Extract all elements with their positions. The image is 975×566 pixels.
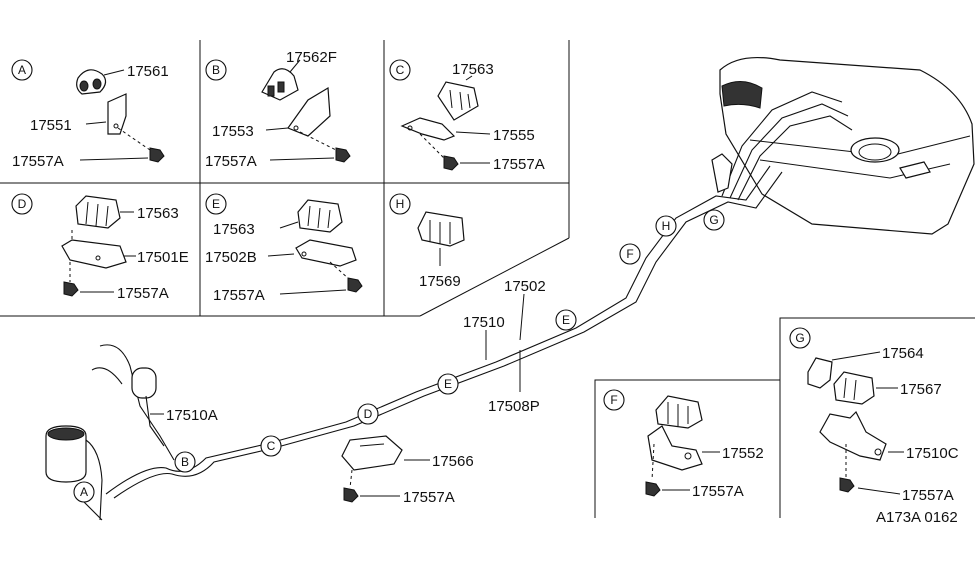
part-17510a: 17510A <box>166 407 218 424</box>
callout-f: F <box>626 247 633 261</box>
part-17510c: 17510C <box>906 445 959 462</box>
bolt-17557a-icon <box>335 147 351 163</box>
clip-17569-icon <box>417 211 465 247</box>
clip-17563-icon <box>75 195 121 229</box>
clip-17562f-icon <box>261 68 299 101</box>
bolt-17557a-icon <box>343 487 359 503</box>
detail-grid-frame <box>0 40 570 317</box>
part-17566: 17566 <box>432 453 474 470</box>
bracket-17551-icon <box>107 93 127 135</box>
detail-a-label: A <box>18 63 26 77</box>
part-17561: 17561 <box>127 63 169 80</box>
clip-17563-icon <box>655 395 703 429</box>
detail-h: H 17569 <box>389 193 465 290</box>
part-17502: 17502 <box>504 278 546 295</box>
detail-c-label: C <box>396 63 405 77</box>
part-17553: 17553 <box>212 123 254 140</box>
detail-d: D 17563 17501E 17557A <box>11 193 189 302</box>
part-17510: 17510 <box>463 314 505 331</box>
part-17563-e: 17563 <box>213 221 255 238</box>
detail-f-label: F <box>610 393 617 407</box>
part-17557a-d: 17557A <box>117 285 169 302</box>
bracket-17555-icon <box>400 117 456 141</box>
part-17557a-g: 17557A <box>902 487 954 504</box>
part-17557a-m: 17557A <box>403 489 455 506</box>
callout-b: B <box>181 455 189 469</box>
part-17562f: 17562F <box>286 49 337 66</box>
part-17567: 17567 <box>900 381 942 398</box>
bolt-17557a-icon <box>347 277 363 293</box>
bolt-17557a-icon <box>645 481 661 497</box>
detail-e-label: E <box>212 197 220 211</box>
detail-e: E 17563 17502B 17557A <box>205 193 363 304</box>
part-17563-d: 17563 <box>137 205 179 222</box>
callout-a: A <box>80 485 88 499</box>
clamp-17566: 17566 17557A <box>341 435 474 506</box>
part-17557a-e: 17557A <box>213 287 265 304</box>
bracket-17501e-icon <box>61 239 127 269</box>
bolt-17557a-icon <box>63 281 79 297</box>
clip-17561-icon <box>76 69 107 95</box>
bolt-17557a-icon <box>149 147 165 163</box>
part-17557a-a: 17557A <box>12 153 64 170</box>
callout-d: D <box>364 407 373 421</box>
part-17563-c: 17563 <box>452 61 494 78</box>
part-17552: 17552 <box>722 445 764 462</box>
detail-h-label: H <box>396 197 405 211</box>
bracket-17502b-icon <box>295 239 357 267</box>
fuel-filter-17510a: 17510A <box>91 344 218 461</box>
clip-17567-icon <box>833 371 875 405</box>
part-17502b: 17502B <box>205 249 257 266</box>
callout-c: C <box>267 439 276 453</box>
callout-h: H <box>662 219 671 233</box>
detail-f: F 17552 17557A <box>594 379 780 518</box>
callout-e2: E <box>562 313 570 327</box>
clip-17564-icon <box>807 357 833 389</box>
bracket-17552-icon <box>647 425 703 471</box>
clip-17563-icon <box>297 199 343 233</box>
part-17501e: 17501E <box>137 249 189 266</box>
bracket-17510c-icon <box>819 410 887 461</box>
part-17557a-c: 17557A <box>493 156 545 173</box>
detail-d-label: D <box>18 197 27 211</box>
part-17508p: 17508P <box>488 398 540 415</box>
pipe-callouts: A B C D E E F H G <box>73 209 725 503</box>
clip-17563-icon <box>437 81 479 121</box>
canister <box>45 425 103 521</box>
detail-g-label: G <box>795 331 804 345</box>
detail-b-label: B <box>212 63 220 77</box>
bracket-17553-icon <box>287 86 331 137</box>
part-17557a-f: 17557A <box>692 483 744 500</box>
main-pipe-labels: 17502 17510 17508P <box>463 278 546 415</box>
bolt-17557a-icon <box>443 155 459 171</box>
fuel-tank <box>719 56 975 235</box>
part-17569: 17569 <box>419 273 461 290</box>
part-17555: 17555 <box>493 127 535 144</box>
callout-e1: E <box>444 377 452 391</box>
detail-c: C 17563 17555 17557A <box>389 59 545 173</box>
detail-a: A 17561 17551 17557A <box>11 59 169 170</box>
callout-g: G <box>709 213 718 227</box>
detail-b: B 17562F 17553 17557A <box>205 49 351 170</box>
diagram-reference-code: A173A 0162 <box>876 509 958 526</box>
bolt-17557a-icon <box>839 477 855 493</box>
part-17564: 17564 <box>882 345 924 362</box>
detail-g: G 17564 17567 17510C 17557A <box>779 317 975 518</box>
part-17557a-b: 17557A <box>205 153 257 170</box>
part-17551: 17551 <box>30 117 72 134</box>
